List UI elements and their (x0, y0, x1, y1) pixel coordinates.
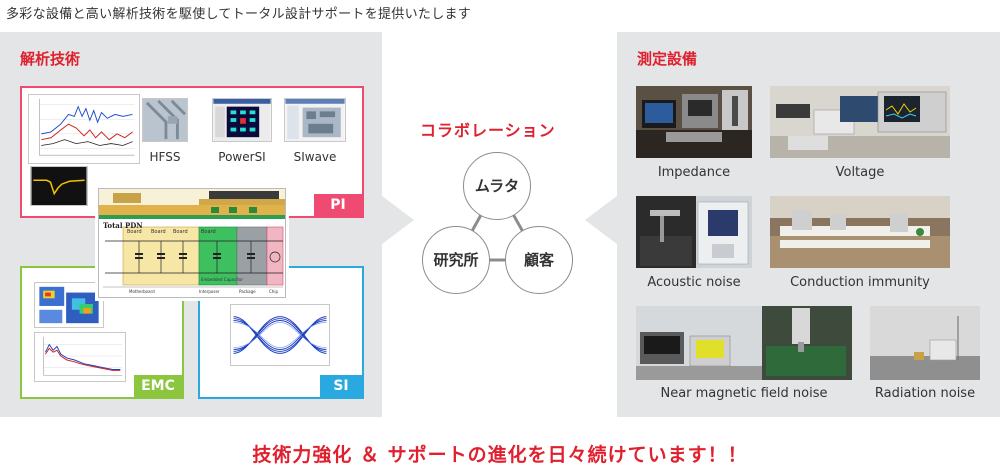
pi-impedance-plot (28, 94, 140, 164)
voltage-photo (770, 86, 950, 158)
left-arrow-shape (585, 196, 617, 244)
pdn-label-interposer: Interposer (199, 289, 220, 294)
pi-transient-plot (30, 166, 88, 206)
label-conduction-immunity: Conduction immunity (790, 275, 930, 290)
hfss-screenshot (142, 98, 188, 142)
pdn-title: Total PDN (103, 221, 143, 230)
emc-box: EMC (20, 266, 184, 399)
impedance-photo (636, 86, 752, 158)
emc-field-map (34, 282, 104, 328)
collaboration-title: コラボレーション (420, 121, 556, 140)
emc-tag: EMC (134, 375, 182, 397)
si-tag: SI (320, 375, 362, 397)
radiation-noise-photo (870, 306, 980, 380)
label-near-magnetic-field-noise: Near magnetic field noise (660, 386, 828, 401)
collab-node-lab: 研究所 (422, 226, 490, 294)
powersi-screenshot (212, 98, 272, 142)
pdn-label-chip: Chip (269, 289, 278, 294)
siwave-screenshot (284, 98, 346, 142)
label-impedance: Impedance (657, 165, 731, 180)
pdn-label-board-4: Board (201, 229, 216, 235)
pdn-label-embedded: Embedded Capacitor (201, 277, 243, 282)
slogan: 技術力強化 ＆ サポートの進化を日々続けています！！ (252, 444, 748, 466)
pdn-label-board-2: Board (151, 229, 166, 235)
conduction-immunity-photo (770, 196, 950, 268)
pdn-label-board-1: Board (127, 229, 142, 235)
sw-label-siwave: SIwave (293, 150, 337, 164)
intro-text: 多彩な設備と高い解析技術を駆使してトータル設計サポートを提供いたします (6, 7, 472, 22)
measurement-title: 測定設備 (637, 50, 698, 68)
si-box: SI (198, 266, 364, 399)
emc-spectrum-plot (34, 332, 126, 382)
label-radiation-noise: Radiation noise (874, 386, 976, 401)
label-voltage: Voltage (835, 165, 885, 180)
label-acoustic-noise: Acoustic noise (647, 275, 741, 290)
collab-node-murata: ムラタ (463, 152, 531, 220)
pdn-label-package: Package (239, 289, 256, 294)
pi-tag: PI (314, 194, 362, 216)
analysis-title: 解析技術 (20, 50, 81, 68)
sw-label-hfss: HFSS (149, 150, 181, 164)
near-magnetic-field-noise-photo (636, 306, 852, 380)
pdn-schematic: Total PDN Board Board Board Board Embedd… (98, 188, 286, 298)
collab-node-client: 顧客 (505, 226, 573, 294)
pdn-label-board-3: Board (173, 229, 188, 235)
sw-label-powersi: PowerSI (218, 150, 266, 164)
acoustic-noise-photo (636, 196, 752, 268)
pdn-label-motherboard: Motherboard (129, 289, 155, 294)
si-eye-diagram (230, 304, 330, 366)
right-arrow-shape (382, 196, 414, 244)
